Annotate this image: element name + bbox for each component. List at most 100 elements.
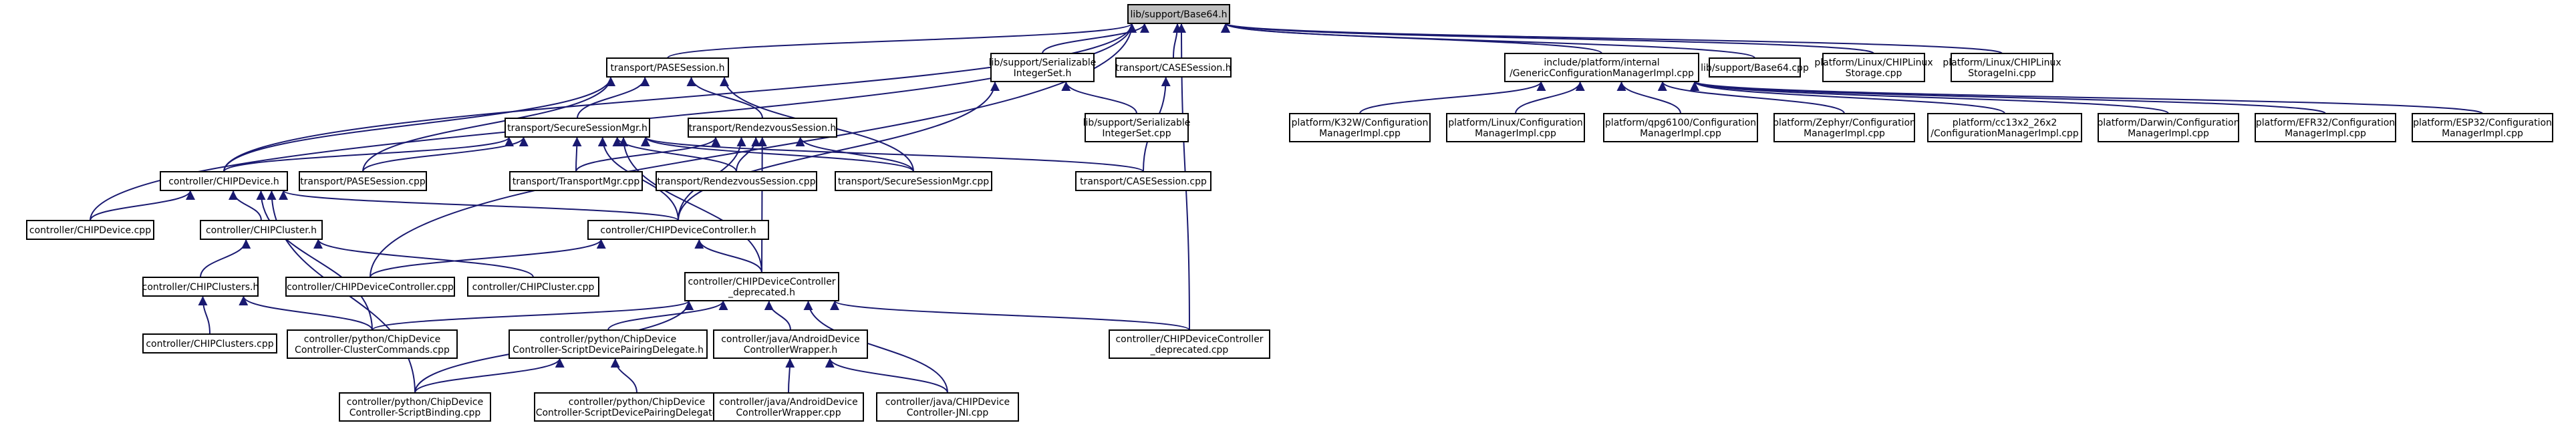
dependency-edge: [200, 239, 251, 278]
file-node-box: [160, 171, 288, 191]
file-node[interactable]: platform/Linux/ConfigurationManagerImpl.…: [1446, 113, 1585, 142]
file-node[interactable]: platform/qpg6100/ConfigurationManagerImp…: [1603, 113, 1758, 142]
file-node-box: [1927, 113, 2082, 142]
file-node-label: ManagerImpl.cpp: [1804, 128, 1885, 139]
file-node[interactable]: controller/CHIPCluster.cpp: [467, 277, 599, 297]
dependency-edge: [1061, 81, 1137, 114]
file-node[interactable]: transport/SecureSessionMgr.h: [505, 118, 650, 138]
file-node-label: platform/EFR32/Configuration: [2256, 118, 2395, 128]
dependency-edge: [795, 136, 914, 172]
file-node-label: transport/SecureSessionMgr.h: [507, 123, 648, 134]
file-node[interactable]: controller/python/ChipDeviceController-S…: [509, 329, 708, 359]
file-node[interactable]: transport/CASESession.h: [1115, 57, 1232, 78]
file-node[interactable]: controller/CHIPDeviceController.cpp: [285, 277, 455, 297]
file-node-box: [656, 171, 817, 191]
file-node-label: controller/CHIPDevice.cpp: [29, 225, 151, 236]
file-node-label: controller/python/ChipDevice: [304, 334, 441, 345]
file-node-box: [1709, 57, 1801, 78]
file-node-label: platform/Darwin/Configuration: [2097, 118, 2239, 128]
file-node[interactable]: platform/Zephyr/ConfigurationManagerImpl…: [1773, 113, 1916, 142]
file-node[interactable]: transport/SecureSessionMgr.cpp: [835, 171, 992, 191]
file-node[interactable]: platform/K32W/ConfigurationManagerImpl.c…: [1289, 113, 1431, 142]
file-node-label: controller/CHIPDeviceController: [1115, 334, 1263, 345]
file-node-box: [1289, 113, 1431, 142]
file-node[interactable]: transport/TransportMgr.cpp: [509, 171, 643, 191]
file-node-box: [1075, 171, 1211, 191]
file-node-box: [285, 277, 455, 297]
file-node-label: controller/CHIPDeviceController.cpp: [287, 282, 454, 293]
file-node-label: ControllerWrapper.cpp: [736, 408, 841, 418]
file-node-label: transport/RendezvousSession.h: [689, 123, 837, 134]
file-node[interactable]: controller/CHIPDevice.cpp: [26, 220, 154, 240]
file-node[interactable]: transport/PASESession.h: [606, 57, 729, 78]
dependency-edge: [736, 136, 761, 172]
file-node-box: [606, 57, 729, 78]
file-node[interactable]: controller/CHIPCluster.h: [200, 220, 323, 240]
dependency-edge: [1221, 23, 1874, 54]
file-node[interactable]: transport/PASESession.cpp: [299, 171, 427, 191]
dependency-edge: [830, 300, 1190, 331]
file-node-label: transport/TransportMgr.cpp: [513, 176, 640, 187]
file-node-label: ManagerImpl.cpp: [2285, 128, 2366, 139]
file-node-label: controller/CHIPClusters.h: [142, 282, 259, 293]
dependency-edge: [686, 76, 763, 119]
file-node-box: [534, 392, 740, 422]
file-node-box: [467, 277, 599, 297]
file-node[interactable]: platform/Darwin/ConfigurationManagerImpl…: [2097, 113, 2240, 142]
file-node[interactable]: platform/cc13x2_26x2/ConfigurationManage…: [1927, 113, 2082, 142]
file-node-label: ManagerImpl.cpp: [2442, 128, 2523, 139]
file-node-label: controller/python/ChipDevice: [347, 397, 484, 408]
file-node[interactable]: controller/java/AndroidDeviceControllerW…: [713, 392, 864, 422]
file-node[interactable]: transport/RendezvousSession.cpp: [656, 171, 817, 191]
file-node-label: controller/CHIPDeviceController.h: [600, 225, 756, 236]
file-node[interactable]: transport/RendezvousSession.h: [688, 118, 837, 138]
file-node[interactable]: controller/java/AndroidDeviceControllerW…: [713, 329, 868, 359]
file-node[interactable]: controller/CHIPDeviceController_deprecat…: [1109, 329, 1270, 359]
file-node-label: IntegerSet.h: [1014, 68, 1072, 79]
file-node-label: transport/PASESession.h: [610, 63, 724, 74]
file-node[interactable]: controller/python/ChipDeviceController-S…: [339, 392, 491, 422]
file-node-box: [339, 392, 491, 422]
file-node[interactable]: platform/ESP32/ConfigurationManagerImpl.…: [2412, 113, 2553, 142]
file-node-label: lib/support/Serializable: [1083, 118, 1191, 128]
file-node-label: platform/Linux/CHIPLinux: [1943, 57, 2061, 68]
dependency-edge: [641, 136, 1144, 172]
file-node[interactable]: controller/java/CHIPDeviceController-JNI…: [876, 392, 1019, 422]
file-node[interactable]: controller/python/ChipDeviceController-C…: [287, 329, 458, 359]
file-node[interactable]: controller/CHIPClusters.h: [142, 277, 259, 297]
file-node-label: include/platform/internal: [1544, 57, 1659, 68]
file-node[interactable]: controller/python/ChipDeviceController-S…: [534, 392, 740, 422]
file-node[interactable]: controller/CHIPDevice.h: [160, 171, 288, 191]
file-node-label: transport/CASESession.h: [1115, 63, 1231, 74]
file-node[interactable]: controller/CHIPClusters.cpp: [142, 333, 277, 354]
dependency-edge: [1690, 81, 2326, 114]
dependency-edge: [1690, 81, 2483, 114]
file-node-label: transport/SecureSessionMgr.cpp: [838, 176, 989, 187]
dependency-edge: [610, 358, 637, 394]
file-node-box: [2412, 113, 2553, 142]
file-node-label: platform/qpg6100/Configuration: [1605, 118, 1756, 128]
file-node-box: [1773, 113, 1915, 142]
file-node[interactable]: include/platform/internal/GenericConfigu…: [1504, 53, 1699, 82]
dependency-edge: [223, 136, 514, 172]
file-node-label: transport/PASESession.cpp: [300, 176, 426, 187]
file-node-label: lib/support/Serializable: [989, 57, 1097, 68]
file-node-box: [835, 171, 992, 191]
file-node[interactable]: controller/CHIPDeviceController.h: [587, 220, 769, 240]
root-file-node[interactable]: lib/support/Base64.h: [1127, 4, 1230, 24]
file-node[interactable]: controller/CHIPDeviceController_deprecat…: [684, 272, 839, 301]
dependency-edge: [575, 136, 721, 172]
file-node-box: [1446, 113, 1585, 142]
file-node-label: transport/CASESession.cpp: [1080, 176, 1207, 187]
file-node[interactable]: lib/support/Base64.cpp: [1701, 57, 1809, 78]
file-node-label: ControllerWrapper.h: [744, 345, 838, 356]
file-node[interactable]: transport/CASESession.cpp: [1075, 171, 1211, 191]
file-node-box: [587, 220, 769, 240]
file-node[interactable]: platform/EFR32/ConfigurationManagerImpl.…: [2255, 113, 2396, 142]
file-node-label: controller/CHIPDeviceController: [688, 277, 835, 287]
